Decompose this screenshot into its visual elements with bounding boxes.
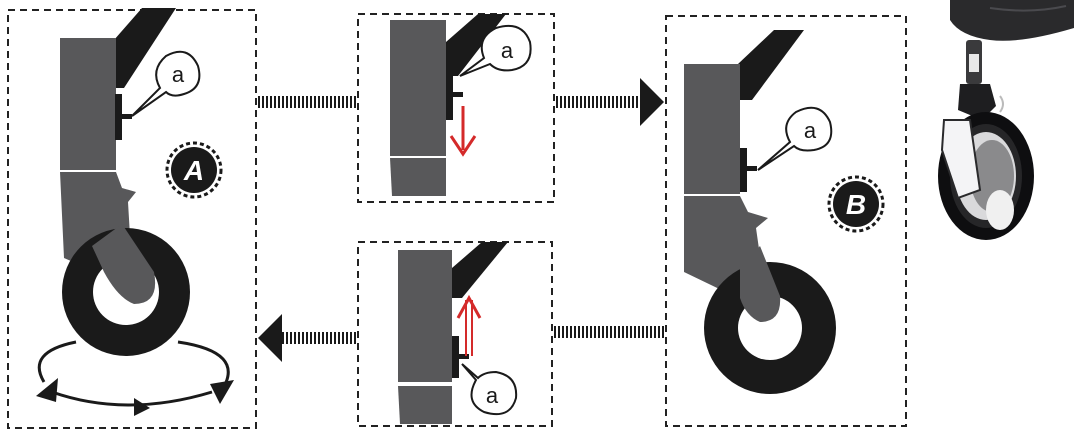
stroller-wheel-photo [938, 0, 1074, 240]
wheel-fork [398, 386, 452, 424]
wheel-fork-arm [740, 246, 781, 322]
swivel-rotation-icon [36, 340, 234, 416]
connector-arrowhead [640, 78, 664, 126]
connector-arrowhead [258, 314, 282, 362]
callout-bubble: a [131, 50, 201, 117]
panel-step-down: a [357, 13, 555, 203]
badge-label: A [183, 155, 204, 186]
wheel-housing-upper [398, 250, 452, 382]
lock-button-pin [747, 166, 757, 171]
lock-button [115, 94, 122, 140]
callout-bubble: a [757, 106, 833, 171]
frame-tube [446, 14, 506, 76]
frame-tube [738, 30, 804, 100]
wheel-fork [390, 158, 446, 196]
wheel-housing-upper [684, 64, 740, 194]
lock-button [452, 336, 459, 378]
gear-badge-icon: A [165, 141, 223, 199]
wheel-housing-upper [60, 38, 116, 170]
panel-step-up-border [357, 241, 553, 427]
wheel-fork-arm [92, 224, 156, 304]
callout-bubble: a [459, 24, 532, 77]
callout-label: a [172, 62, 185, 87]
callout-label: a [501, 38, 514, 63]
red-arrow-down-icon [449, 106, 477, 157]
lock-button-pin [453, 92, 463, 97]
panel-step-down-border [357, 13, 555, 203]
panel-step-up: a [357, 241, 553, 427]
panel-a-border [7, 9, 257, 429]
red-arrow-up-icon [456, 294, 482, 356]
frame-tube [452, 242, 508, 298]
lock-button-pin [459, 354, 469, 359]
lock-button [740, 148, 747, 192]
lock-button [446, 76, 453, 120]
panel-b-border [665, 15, 907, 427]
panel-a: a A [7, 8, 257, 429]
panel-b: a B [665, 15, 907, 427]
wheel-housing-upper [390, 20, 446, 156]
gear-badge-icon: B [827, 175, 885, 233]
callout-label: a [804, 118, 817, 143]
lock-button-pin [122, 114, 132, 119]
callout-label: a [486, 383, 499, 408]
frame-tube [114, 8, 176, 88]
callout-bubble: a [461, 363, 518, 416]
badge-label: B [846, 189, 866, 220]
